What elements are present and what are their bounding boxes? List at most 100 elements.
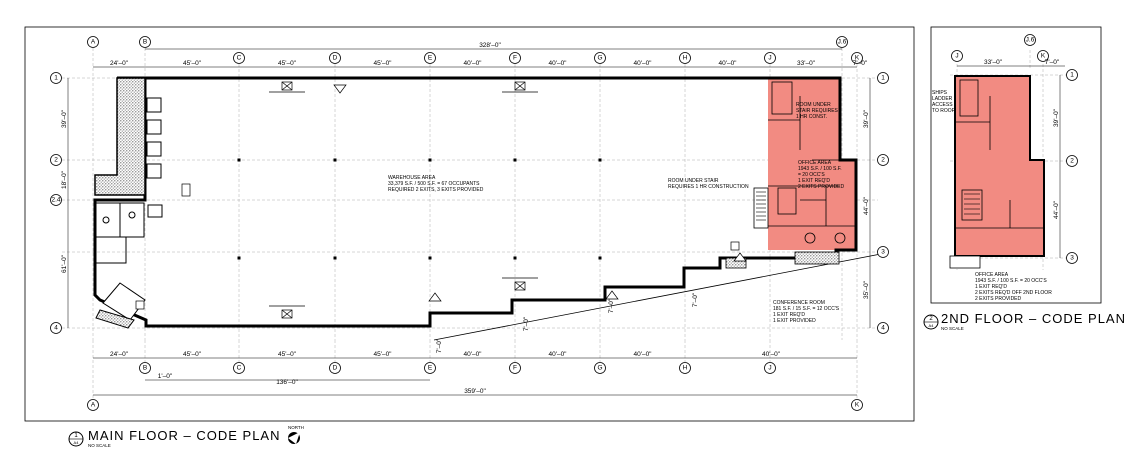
- warehouse-note-line3: REQUIRED 2 EXITS, 3 EXITS PROVIDED: [388, 187, 484, 193]
- grid-bubble-bottom-f-label: F: [513, 365, 517, 372]
- grid-bubble-bottom-h-label: H: [683, 365, 688, 372]
- upper-office-highlight: [954, 75, 1045, 257]
- ladder-note-line3: ACCESS: [932, 102, 953, 108]
- dim-top-3: 45'–0": [373, 60, 392, 67]
- dim-left-2: 61'–0": [61, 254, 68, 273]
- column-dot: [598, 256, 602, 260]
- grid-bubble-corner-k-label: K: [855, 402, 860, 409]
- grid-bubble-bottom-g: G: [594, 362, 606, 374]
- grid-bubble-bottom-e-label: E: [428, 365, 433, 372]
- grid-bubble-bottom-d-label: D: [333, 365, 338, 372]
- grid-bubble-bottom-f: F: [509, 362, 521, 374]
- office-area-highlight: [768, 78, 856, 250]
- main-plan-title-block: 1 A4 MAIN FLOOR – CODE PLAN NO SCALE NOR…: [68, 425, 304, 448]
- upper-stair: [964, 193, 980, 215]
- upper-scale-note: NO SCALE: [941, 326, 964, 331]
- grid-bubble-right-4: 4: [877, 322, 889, 334]
- grid-bubble-top-c: C: [233, 52, 245, 64]
- dim-small: 1'–0": [158, 373, 173, 380]
- grid-bubble-top-j-label: J: [768, 55, 771, 62]
- upper-office-note-line3: 1 EXIT REQ'D: [975, 284, 1007, 290]
- conference-note-line4: 1 EXIT PROVIDED: [773, 318, 816, 324]
- grid-bubble-left-2-label: 2: [54, 157, 58, 164]
- dim-overall-bottom: 359'–0": [464, 388, 486, 395]
- grid-bubble-top-b: B: [139, 36, 151, 48]
- grid-bubble-top-a: A: [87, 36, 99, 48]
- grid-bubble-bottom-c-label: C: [237, 365, 242, 372]
- main-title-sheet: A4: [74, 440, 80, 445]
- grid-bubble-right-4-label: 4: [881, 325, 885, 332]
- column-markers: [237, 158, 602, 260]
- upper-title-sheet: A4: [929, 323, 935, 328]
- upper-grid-bubble-2: 2: [1066, 155, 1078, 167]
- room-stair-note-line2: STAIR REQUIRES: [796, 108, 839, 114]
- grid-bubble-left-1: 1: [50, 72, 62, 84]
- dim-top-6: 40'–0": [633, 60, 652, 67]
- conference-note-line1: CONFERENCE ROOM: [773, 300, 825, 306]
- conference-note-line2: 181 S.F. / 15 S.F. = 12 OCC'S: [773, 306, 840, 312]
- column-dot: [598, 158, 602, 162]
- grid-bubble-left-1-label: 1: [54, 75, 58, 82]
- warehouse-note-line1: WAREHOUSE AREA: [388, 175, 436, 181]
- dim-top-1: 45'–0": [183, 60, 202, 67]
- grid-bubble-corner-a: A: [87, 399, 99, 411]
- upper-plan-border: [930, 26, 1102, 304]
- grid-bubble-right-1-label: 1: [881, 75, 885, 82]
- office-porch-hatch: [794, 251, 840, 265]
- column-dot: [513, 256, 517, 260]
- dim-overall-top: 328'–0": [479, 42, 501, 49]
- dim-top-0: 24'–0": [110, 60, 129, 67]
- grid-bubble-right-2: 2: [877, 154, 889, 166]
- dim-bottom-6: 40'–0": [633, 351, 652, 358]
- upper-title-number: 2: [929, 316, 933, 322]
- ladder-note-line2: LADDER: [932, 96, 953, 102]
- column-dot: [333, 256, 337, 260]
- upper-plan-title-block: 2 A4 2ND FLOOR – CODE PLAN NO SCALE: [923, 311, 1126, 331]
- office-interior-walls: [753, 81, 856, 244]
- stair-note-line1: ROOM UNDER STAIR: [668, 178, 719, 184]
- grid-bubble-right-1: 1: [877, 72, 889, 84]
- grid-bubble-top-d: D: [329, 52, 341, 64]
- restroom-block: [95, 202, 163, 264]
- warehouse-note-line2: 33,379 S.F. / 500 S.F. = 67 OCCUPANTS: [388, 181, 480, 187]
- grid-bubble-left-2: 2: [50, 154, 62, 166]
- office-note-line4: 1 EXIT REQ'D: [798, 178, 830, 184]
- upper-plan-title: 2ND FLOOR – CODE PLAN: [941, 311, 1126, 326]
- grid-bubble-bottom-j: J: [764, 362, 776, 374]
- upper-dim-top-0: 33'–0": [984, 59, 1003, 66]
- upper-grid-bubble-1: 1: [1066, 69, 1078, 81]
- main-grid-lines: [62, 48, 878, 398]
- dim-bottom-7: 40'–0": [762, 351, 781, 358]
- main-dimension-lines: [67, 48, 871, 396]
- column-dot: [237, 256, 241, 260]
- column-dot: [333, 158, 337, 162]
- building-exterior-wall: [93, 76, 858, 328]
- upper-grid-bubble-1-label: 1: [1070, 72, 1074, 79]
- office-note-line3: = 20 OCC'S: [798, 172, 825, 178]
- dim-bottom-3: 45'–0": [373, 351, 392, 358]
- dock-door: [146, 163, 162, 179]
- grid-bubble-top-d-label: D: [333, 55, 338, 62]
- upper-office-note-line2: 1943 S.F. / 100 S.F. = 20 OCC'S: [975, 278, 1047, 284]
- upper-office-note-line5: 2 EXITS PROVIDED: [975, 296, 1022, 302]
- loading-dock-hatch: [94, 77, 146, 196]
- office-stair: [756, 191, 766, 221]
- stair-note-line2: REQUIRES 1 HR CONSTRUCTION: [668, 184, 749, 190]
- upper-grid-bubble-j-label: J: [955, 53, 958, 60]
- grid-bubble-top-k-label: K: [855, 55, 860, 62]
- office-note-line1: OFFICE AREA: [798, 160, 832, 166]
- upper-grid-bubble-j: J: [951, 50, 963, 62]
- main-plan-border: [24, 26, 915, 422]
- grid-bubble-bottom-c: C: [233, 362, 245, 374]
- dim-left-0: 39'–0": [61, 109, 68, 128]
- dim-top-8: 33'–0": [797, 60, 816, 67]
- grid-bubble-corner-a-label: A: [91, 402, 96, 409]
- office-note-line5: 2 EXITS PROVIDED: [798, 184, 845, 190]
- diagonal-property-line: [433, 252, 887, 341]
- grid-bubble-bottom-g-label: G: [597, 365, 602, 372]
- north-label: NORTH: [288, 425, 304, 430]
- upper-grid-bubble-k: K: [1037, 50, 1049, 62]
- ladder-note-line1: SHIPS: [932, 90, 948, 96]
- column-dot: [237, 158, 241, 162]
